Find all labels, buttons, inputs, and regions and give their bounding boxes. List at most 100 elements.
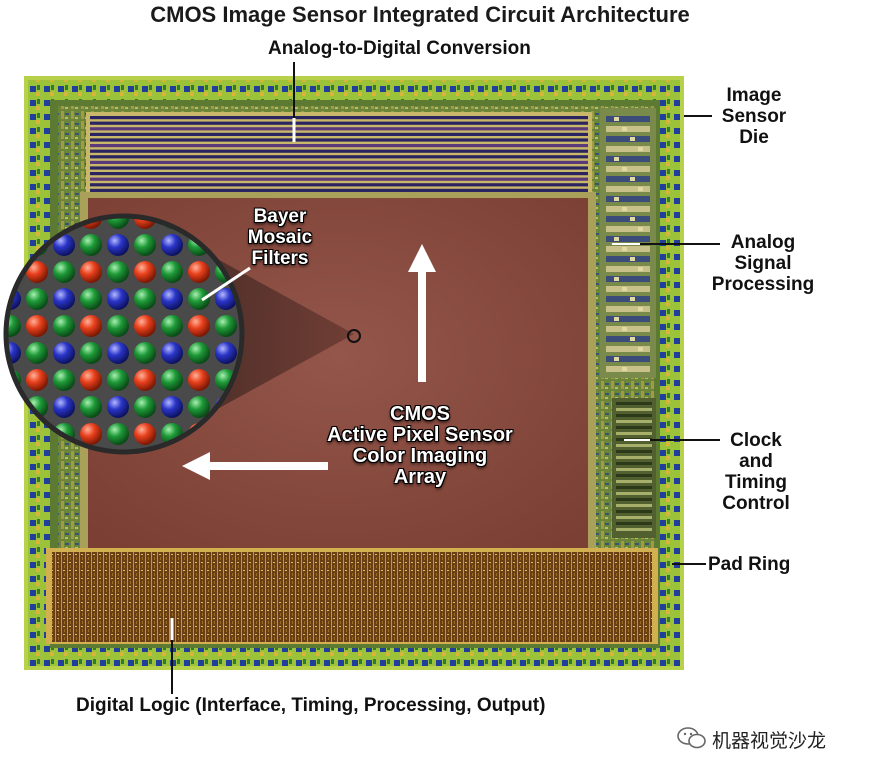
bayer-filter-bead — [8, 218, 21, 229]
analog-contact — [614, 117, 619, 121]
bayer-filter-bead — [80, 369, 102, 391]
page-title: CMOS Image Sensor Integrated Circuit Arc… — [150, 2, 690, 27]
bayer-filter-bead — [188, 396, 210, 418]
analog-contact — [614, 357, 619, 361]
bayer-filter-bead — [215, 288, 237, 310]
bayer-filter-bead — [161, 342, 183, 364]
analog-cell — [606, 236, 650, 242]
bayer-filter-bead — [107, 261, 129, 283]
bayer-filter-bead — [80, 342, 102, 364]
bayer-filter-bead — [161, 396, 183, 418]
wechat-icon — [677, 727, 706, 749]
analog-contact — [630, 217, 635, 221]
label-pad-ring: Pad Ring — [708, 554, 791, 575]
adc-stripe — [90, 160, 588, 164]
label-line: Bayer — [253, 206, 307, 227]
clock-line — [616, 504, 652, 507]
adc-stripe — [90, 149, 588, 153]
clock-line — [616, 480, 652, 483]
bayer-leader — [201, 266, 251, 302]
bayer-filter-bead — [0, 450, 21, 472]
bayer-filter-bead — [134, 261, 156, 283]
bayer-filter-bead — [8, 423, 21, 445]
bayer-filter-bead — [53, 288, 75, 310]
analog-cell — [606, 226, 650, 232]
analog-contact — [622, 127, 627, 131]
analog-cell — [606, 346, 650, 352]
bayer-filter-bead — [107, 369, 129, 391]
up-arrow-icon — [408, 244, 436, 382]
clock-line — [616, 528, 652, 531]
analog-contact — [630, 177, 635, 181]
analog-contact — [614, 277, 619, 281]
analog-contact — [622, 287, 627, 291]
adc-stripe — [90, 121, 588, 125]
bayer-filter-bead — [134, 396, 156, 418]
bayer-filter-bead — [134, 369, 156, 391]
analog-contact — [622, 367, 627, 371]
label-analog-signal-processing: Analog Signal Processing — [698, 232, 828, 295]
clock-line — [616, 498, 652, 501]
bayer-filter-bead — [107, 342, 129, 364]
bayer-filter-bead — [161, 288, 183, 310]
bayer-filter-bead — [107, 315, 129, 337]
left-arrow-icon — [182, 452, 328, 480]
analog-cell — [606, 266, 650, 272]
label-line: Analog — [730, 232, 796, 253]
adc-stripe — [90, 132, 588, 136]
bayer-filter-bead — [188, 261, 210, 283]
clock-line — [616, 450, 652, 453]
adc-stripe — [90, 183, 588, 187]
clock-line — [616, 456, 652, 459]
analog-contact — [622, 207, 627, 211]
label-clock-timing-control: Clock and Timing Control — [706, 430, 806, 514]
bayer-filter-bead — [134, 423, 156, 445]
analog-contact — [614, 317, 619, 321]
analog-contact — [638, 187, 643, 191]
label-line: Image — [726, 85, 782, 106]
clock-line — [616, 402, 652, 405]
bayer-filter-bead — [134, 342, 156, 364]
bayer-filter-bead — [107, 234, 129, 256]
label-line: CMOS — [390, 403, 450, 425]
clock-line — [616, 516, 652, 519]
label-line: Signal — [734, 253, 792, 274]
clock-line — [616, 444, 652, 447]
analog-cell — [606, 256, 650, 262]
watermark-text: 机器视觉沙龙 — [712, 731, 827, 752]
bayer-filter-bead — [188, 315, 210, 337]
bayer-filter-bead — [80, 288, 102, 310]
clock-line — [616, 522, 652, 525]
label-line: Filters — [251, 248, 309, 269]
bayer-filter-bead — [8, 396, 21, 418]
bayer-filter-bead — [80, 315, 102, 337]
adc-stripe — [90, 127, 588, 131]
analog-cell — [606, 246, 650, 252]
bayer-filter-bead — [53, 261, 75, 283]
analog-contact — [622, 327, 627, 331]
analog-contact — [638, 147, 643, 151]
analog-cell — [606, 216, 650, 222]
bayer-filter-bead — [80, 234, 102, 256]
analog-cell — [606, 296, 650, 302]
bayer-filter-bead — [80, 423, 102, 445]
analog-contact — [614, 157, 619, 161]
bayer-filter-bead — [134, 288, 156, 310]
bayer-filter-bead — [53, 396, 75, 418]
label-line: Control — [722, 493, 790, 514]
label-line: Die — [739, 127, 769, 148]
bayer-filter-bead — [161, 369, 183, 391]
bayer-filter-bead — [53, 315, 75, 337]
clock-line — [616, 510, 652, 513]
analog-cell — [606, 326, 650, 332]
analog-contact — [622, 167, 627, 171]
label-line: Mosaic — [247, 227, 313, 248]
clock-line — [616, 420, 652, 423]
bayer-filter-bead — [134, 315, 156, 337]
analog-cell — [606, 186, 650, 192]
analog-cell — [606, 156, 650, 162]
analog-cell — [606, 166, 650, 172]
clock-line — [616, 486, 652, 489]
bayer-filter-bead — [26, 315, 48, 337]
